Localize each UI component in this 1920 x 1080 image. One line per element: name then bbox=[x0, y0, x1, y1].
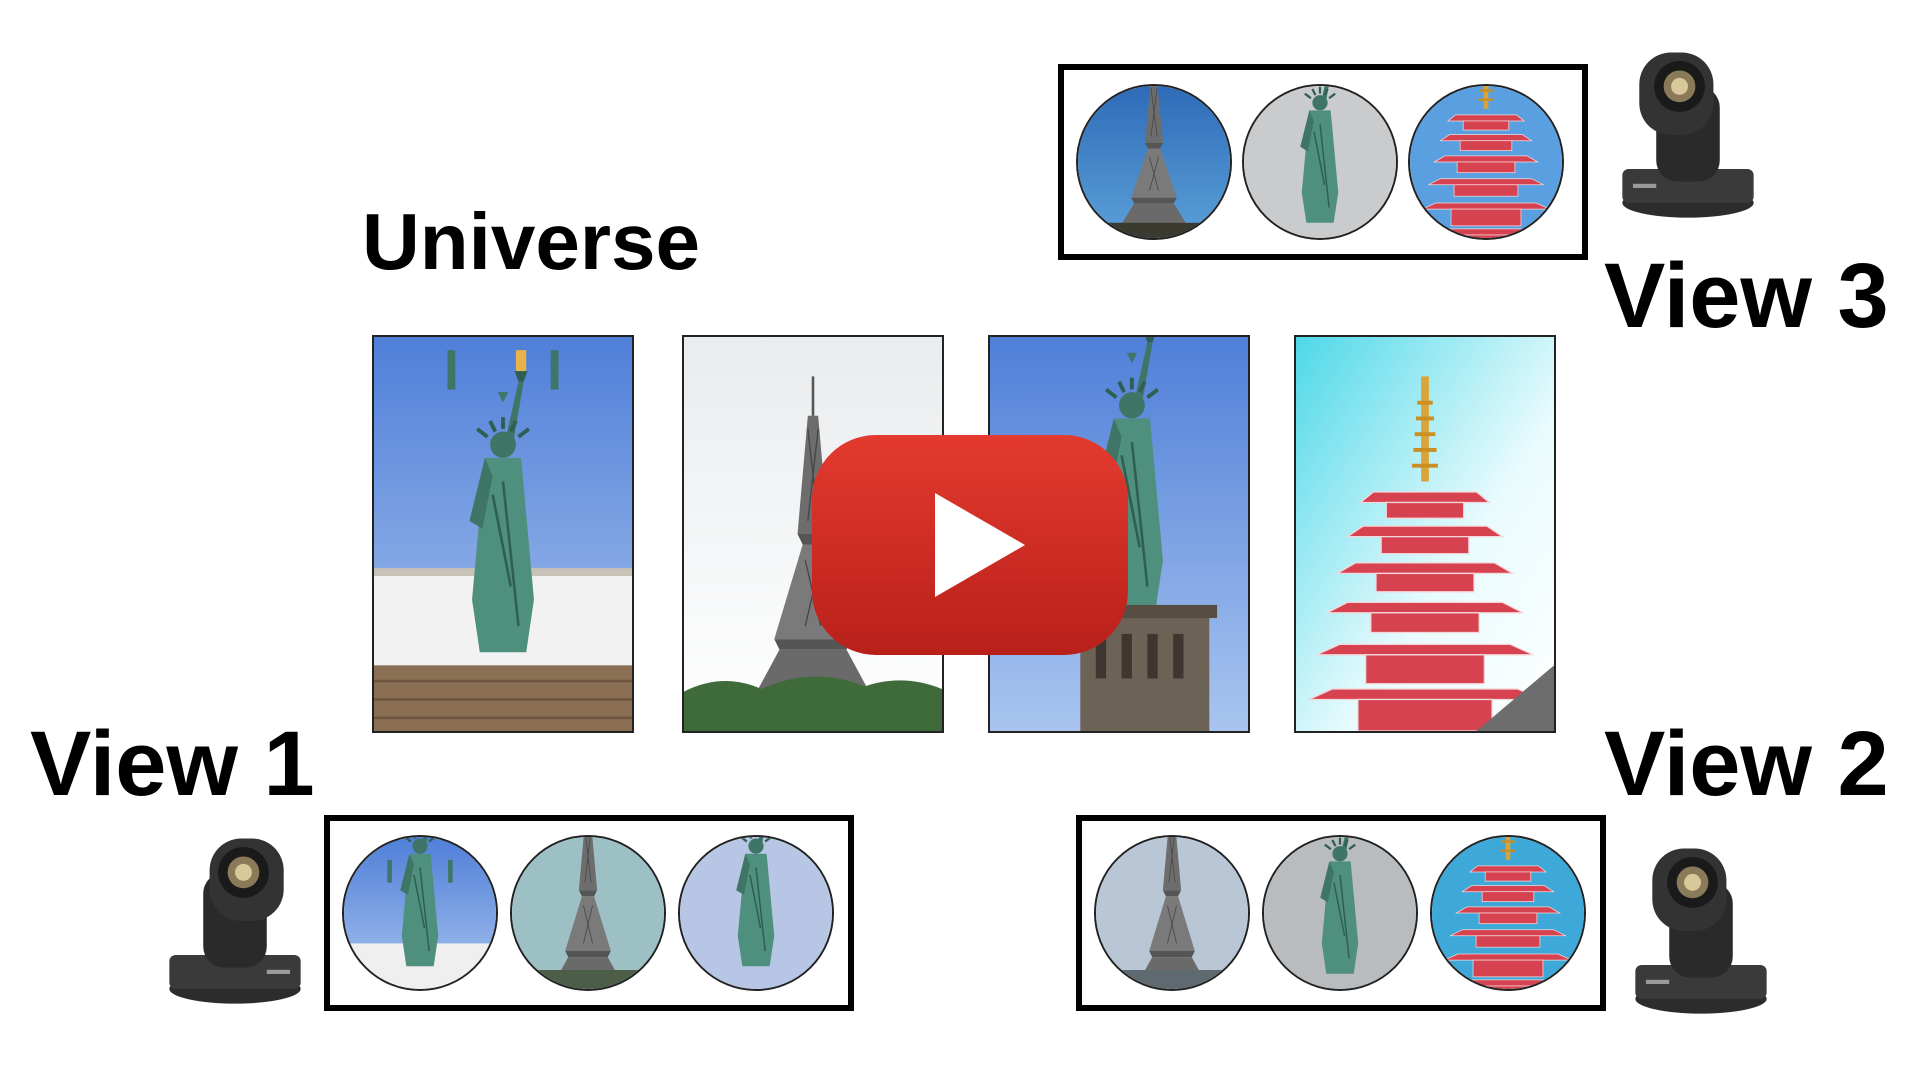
view2-label: View 2 bbox=[1604, 713, 1889, 815]
view3-thumb-pagoda bbox=[1408, 84, 1564, 240]
universe-title: Universe bbox=[362, 197, 700, 286]
view3-thumb-eiffel bbox=[1076, 84, 1232, 240]
camera-icon bbox=[1635, 848, 1767, 1014]
camera-icon bbox=[169, 838, 301, 1004]
view1-label: View 1 bbox=[30, 713, 315, 815]
view2-thumb-pagoda bbox=[1430, 835, 1586, 991]
view2-thumb-statue bbox=[1262, 835, 1418, 991]
play-icon bbox=[812, 435, 1128, 655]
view2-thumb-eiffel bbox=[1094, 835, 1250, 991]
camera-icon bbox=[1622, 52, 1754, 218]
view1-thumb-eiffel bbox=[510, 835, 666, 991]
view3-label: View 3 bbox=[1604, 245, 1889, 347]
view3-thumb-statue bbox=[1242, 84, 1398, 240]
universe-image-statue-replica bbox=[372, 335, 634, 733]
universe-image-pagoda bbox=[1294, 335, 1556, 733]
view1-thumb-statue bbox=[678, 835, 834, 991]
play-button[interactable] bbox=[810, 433, 1130, 657]
view1-thumb-statue-replica bbox=[342, 835, 498, 991]
